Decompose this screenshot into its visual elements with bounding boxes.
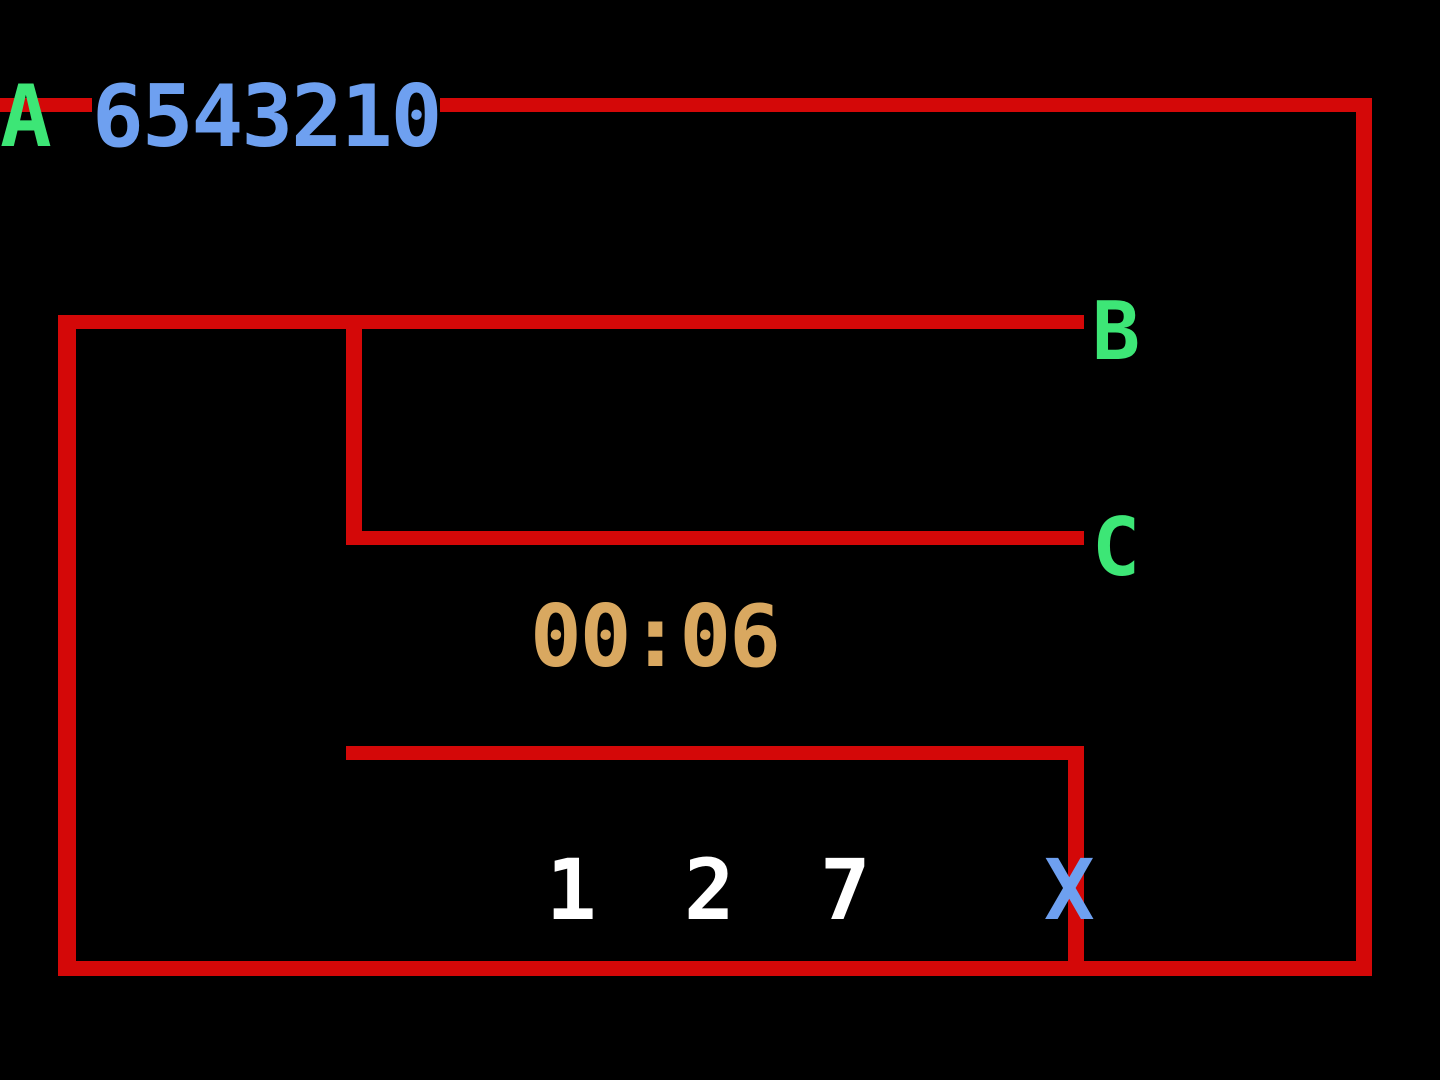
wire-b-branch [58,315,1084,329]
wire-right [1356,98,1372,976]
wire-bottom [58,961,1372,976]
wire-lower-horizontal [346,746,1084,760]
selection-digit: 2 [684,841,735,939]
wire-c-branch [346,531,1084,545]
selection-digit: 7 [820,841,871,939]
selection-digit: 1 [546,841,597,939]
wire-inner-vertical [346,315,362,545]
wire-x-drop [1068,746,1084,976]
terminal-b-label[interactable]: B [1092,285,1141,378]
code-readout: 6543210 [92,67,442,167]
timer-display: 00:06 [530,587,781,687]
terminal-c-label[interactable]: C [1092,501,1141,594]
terminal-a-label: A [0,67,52,167]
cursor-marker[interactable]: X [1044,841,1095,939]
wire-left [58,315,76,976]
